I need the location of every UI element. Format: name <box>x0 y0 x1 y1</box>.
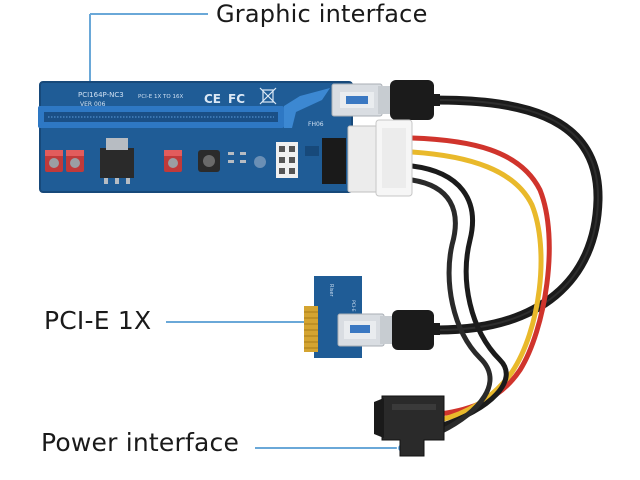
main-board-usb-port <box>331 83 383 117</box>
pcie-1x-label: PCI-E 1X <box>44 306 152 335</box>
connector-label-text: FH06 <box>308 121 324 128</box>
usb-cable <box>427 95 603 335</box>
sata-power-connector <box>374 395 445 457</box>
voltage-regulator <box>100 138 134 184</box>
weee-icon <box>259 87 277 105</box>
adapter-usb-port <box>337 313 385 347</box>
callout-power <box>255 442 408 454</box>
power-wires <box>409 135 552 435</box>
molex-connector <box>347 119 413 197</box>
capacitor-1 <box>45 150 63 172</box>
adapter-board-text: Riser <box>328 284 334 298</box>
riser-main-board: PCI164P-NC3 VER 006 PCI-E 1X TO 16X CE F… <box>38 81 353 193</box>
power-interface-label: Power interface <box>41 428 240 457</box>
callout-pcie <box>166 316 329 328</box>
board-slot-text: PCI-E 1X TO 16X <box>138 94 183 100</box>
power-header <box>276 142 298 178</box>
capacitor-2 <box>66 150 84 172</box>
usb-plug-bottom <box>380 310 440 350</box>
usb-plug-top <box>378 80 440 120</box>
inductor <box>198 150 220 172</box>
board-version-text: VER 006 <box>80 101 106 108</box>
gold-fingers <box>304 306 318 352</box>
fc-mark: FC <box>228 92 245 106</box>
smd-components <box>228 152 266 168</box>
ce-mark: CE <box>204 92 221 106</box>
capacitor-3 <box>164 150 182 172</box>
graphic-interface-label: Graphic interface <box>216 0 428 28</box>
board-model-text: PCI164P-NC3 <box>78 91 124 99</box>
